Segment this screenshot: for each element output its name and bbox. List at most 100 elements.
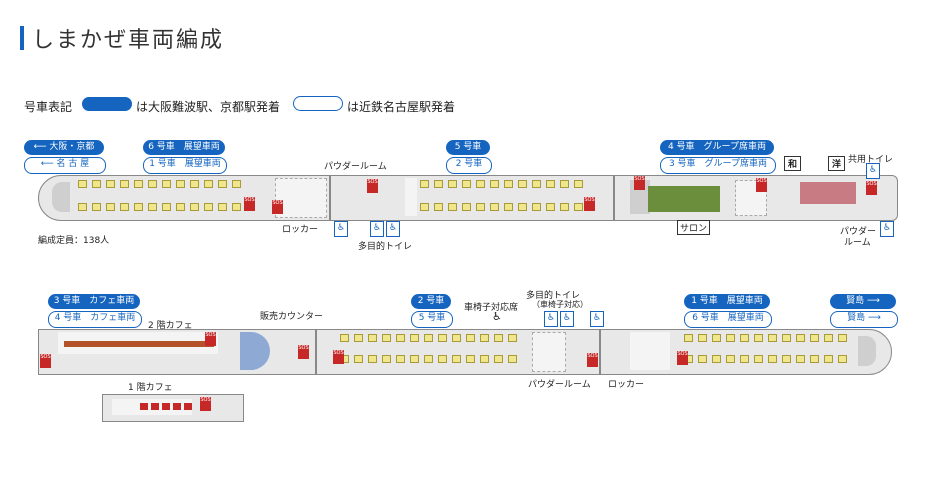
- car6-label-solid: 6 号車 展望車両: [143, 140, 225, 155]
- sos-icon: SOS: [200, 397, 211, 411]
- toilet-icon: ♿: [544, 311, 558, 327]
- sos-icon: SOS: [866, 181, 877, 195]
- toilet-icon: ♿: [866, 163, 880, 179]
- car3-label-solid: 3 号車 カフェ車両: [48, 294, 140, 309]
- title-accent-bar: [20, 26, 24, 50]
- car5-label-outline: 5 号車: [411, 311, 453, 328]
- sos-icon: SOS: [298, 345, 309, 359]
- toilet-icon: ♿: [370, 221, 384, 237]
- seat: [396, 355, 405, 363]
- label-yoshitsu: 洋: [828, 156, 846, 171]
- seat: [494, 334, 503, 342]
- label-locker: ロッカー: [282, 225, 319, 235]
- cafe-seat: [184, 403, 192, 410]
- seat: [684, 334, 693, 342]
- private-rooms: [800, 182, 856, 204]
- seat: [452, 355, 461, 363]
- group-seats: [648, 186, 720, 212]
- seat: [92, 180, 101, 188]
- dir-kashikojima-solid: 賢島 ⟶: [830, 294, 896, 309]
- label-washitsu: 和: [784, 156, 802, 171]
- seat: [162, 180, 171, 188]
- seat: [508, 355, 517, 363]
- cafe-seat: [173, 403, 181, 410]
- seat: [546, 203, 555, 211]
- seat: [232, 203, 241, 211]
- seat: [740, 334, 749, 342]
- label-multi-toilet: 多目的トイレ: [526, 291, 581, 301]
- car2-vestibule: [532, 332, 566, 372]
- seat: [518, 180, 527, 188]
- seat: [740, 355, 749, 363]
- sales-counter: [240, 332, 270, 370]
- seat: [480, 355, 489, 363]
- legend-solid-pill: [82, 97, 132, 111]
- legend-solid-text: は大阪難波駅、京都駅発着: [136, 100, 281, 114]
- sos-icon: SOS: [584, 197, 595, 211]
- car1-label-outline: 1 号車 展望車両: [143, 157, 227, 174]
- cafe-seat: [140, 403, 148, 410]
- label-powder-room: パウダールーム: [528, 380, 591, 390]
- seat: [434, 203, 443, 211]
- cafe-seat: [151, 403, 159, 410]
- seat: [480, 334, 489, 342]
- label-powder-room: パウダールーム: [324, 162, 387, 172]
- seat: [420, 203, 429, 211]
- seat: [782, 334, 791, 342]
- seat: [134, 203, 143, 211]
- toilet-icon: ♿: [590, 311, 604, 327]
- legend-outline-text: は近鉄名古屋駅発着: [347, 100, 456, 114]
- seat: [382, 334, 391, 342]
- seat: [106, 203, 115, 211]
- seat: [504, 203, 513, 211]
- car5-label-solid: 5 号車: [446, 140, 490, 155]
- seat: [354, 334, 363, 342]
- dir-osaka-kyoto: ⟵ 大阪・京都: [24, 140, 104, 155]
- seat: [508, 334, 517, 342]
- seat: [176, 180, 185, 188]
- seat: [712, 334, 721, 342]
- label-wheelchair-seat: 車椅子対応席: [464, 303, 519, 313]
- seat: [148, 180, 157, 188]
- seat: [368, 355, 377, 363]
- seat: [490, 203, 499, 211]
- seat: [410, 355, 419, 363]
- dir-kashikojima-outline: 賢島 ⟶: [830, 311, 898, 328]
- seat: [120, 180, 129, 188]
- seat: [462, 203, 471, 211]
- seat: [560, 180, 569, 188]
- seat: [204, 203, 213, 211]
- seat: [560, 203, 569, 211]
- legend-label: 号車表記: [24, 100, 73, 114]
- seat: [452, 334, 461, 342]
- seat: [162, 203, 171, 211]
- seat: [176, 203, 185, 211]
- page-title: しまかぜ車両編成: [32, 28, 225, 53]
- seat: [438, 334, 447, 342]
- label-multi-toilet-sub: （車椅子対応）: [532, 300, 588, 309]
- label-locker: ロッカー: [608, 380, 645, 390]
- seat: [120, 203, 129, 211]
- toilet-icon: ♿: [560, 311, 574, 327]
- car1-vestibule: [630, 332, 670, 370]
- seat: [462, 180, 471, 188]
- car6-label-outline: 6 号車 展望車両: [684, 311, 772, 328]
- seat: [754, 355, 763, 363]
- seat: [410, 334, 419, 342]
- legend-outline-pill: [293, 96, 343, 111]
- driver-cab-1: [52, 182, 70, 212]
- label-multi-toilet: 多目的トイレ: [358, 242, 413, 252]
- cafe-seat: [162, 403, 170, 410]
- sos-icon: SOS: [272, 200, 283, 214]
- sos-icon: SOS: [677, 351, 688, 365]
- seat: [698, 355, 707, 363]
- seat: [754, 334, 763, 342]
- label-sales-counter: 販売カウンター: [260, 312, 324, 322]
- seat: [78, 180, 87, 188]
- seat: [518, 203, 527, 211]
- car1-label-solid: 1 号車 展望車両: [684, 294, 770, 309]
- seat: [532, 180, 541, 188]
- seat: [810, 355, 819, 363]
- seat: [434, 180, 443, 188]
- seat: [340, 334, 349, 342]
